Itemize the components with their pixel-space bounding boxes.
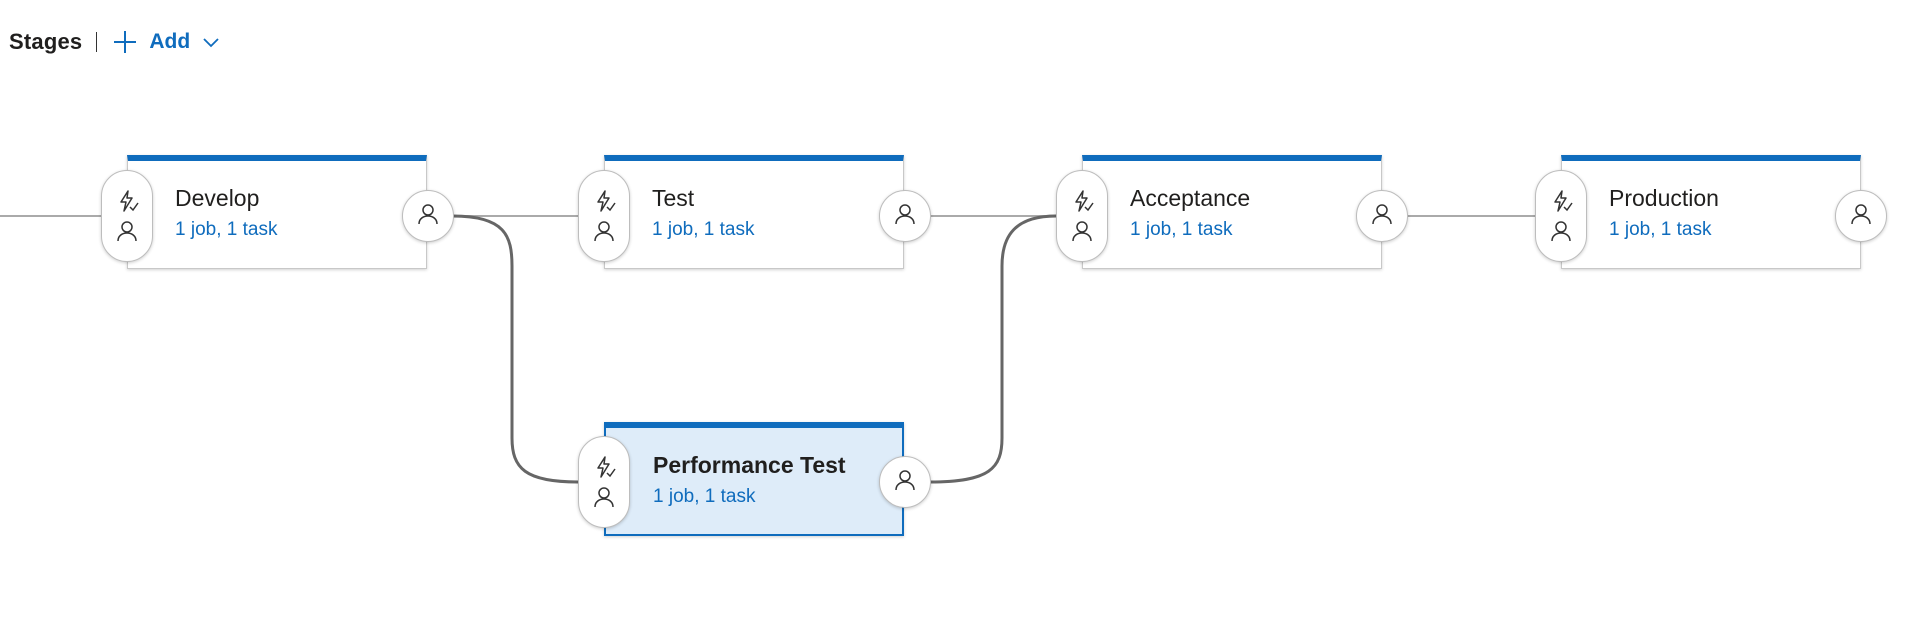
lightning-icon[interactable] xyxy=(112,186,142,216)
post-deployment-conditions-test[interactable] xyxy=(879,190,931,242)
lightning-icon[interactable] xyxy=(1546,186,1576,216)
stage-summary[interactable]: 1 job, 1 task xyxy=(1130,219,1233,240)
stage-card-test[interactable]: Test 1 job, 1 task xyxy=(604,155,904,269)
stage-summary[interactable]: 1 job, 1 task xyxy=(653,486,756,507)
connector-performance-test-acceptance xyxy=(929,214,1057,484)
stages-title: Stages xyxy=(9,29,83,54)
stage-card-production[interactable]: Production 1 job, 1 task xyxy=(1561,155,1861,269)
person-icon xyxy=(893,468,917,497)
stage-name[interactable]: Production xyxy=(1609,185,1719,211)
stage-summary[interactable]: 1 job, 1 task xyxy=(175,219,278,240)
person-icon[interactable] xyxy=(1067,216,1097,246)
stage-card-performance-test[interactable]: Performance Test 1 job, 1 task xyxy=(604,422,904,536)
post-deployment-conditions-develop[interactable] xyxy=(402,190,454,242)
pre-deployment-conditions-production[interactable] xyxy=(1535,170,1587,262)
person-icon[interactable] xyxy=(112,216,142,246)
pre-deployment-conditions-performance-test[interactable] xyxy=(578,436,630,528)
post-deployment-conditions-acceptance[interactable] xyxy=(1356,190,1408,242)
pre-deployment-conditions-acceptance[interactable] xyxy=(1056,170,1108,262)
add-stage-button[interactable]: Add xyxy=(113,30,220,54)
person-icon xyxy=(1370,202,1394,231)
person-icon[interactable] xyxy=(589,216,619,246)
lightning-icon[interactable] xyxy=(589,452,619,482)
stage-name[interactable]: Performance Test xyxy=(653,452,846,478)
stage-summary[interactable]: 1 job, 1 task xyxy=(1609,219,1712,240)
lightning-icon[interactable] xyxy=(589,186,619,216)
plus-icon xyxy=(113,30,137,54)
connector-develop-performance-test xyxy=(452,214,579,484)
stage-name[interactable]: Test xyxy=(652,185,695,211)
stage-name[interactable]: Develop xyxy=(175,185,260,211)
pre-deployment-conditions-develop[interactable] xyxy=(101,170,153,262)
person-icon[interactable] xyxy=(1546,216,1576,246)
person-icon xyxy=(416,202,440,231)
chevron-down-icon[interactable] xyxy=(202,36,220,48)
stages-header: Stages Add xyxy=(9,26,220,58)
stage-name[interactable]: Acceptance xyxy=(1130,185,1251,211)
person-icon xyxy=(1849,202,1873,231)
add-stage-label: Add xyxy=(149,30,191,53)
person-icon[interactable] xyxy=(589,482,619,512)
post-deployment-conditions-performance-test[interactable] xyxy=(879,456,931,508)
pre-deployment-conditions-test[interactable] xyxy=(578,170,630,262)
stage-summary[interactable]: 1 job, 1 task xyxy=(652,219,755,240)
stage-card-develop[interactable]: Develop 1 job, 1 task xyxy=(127,155,427,269)
person-icon xyxy=(893,202,917,231)
stage-card-acceptance[interactable]: Acceptance 1 job, 1 task xyxy=(1082,155,1382,269)
post-deployment-conditions-production[interactable] xyxy=(1835,190,1887,242)
lightning-icon[interactable] xyxy=(1067,186,1097,216)
header-divider xyxy=(96,32,98,52)
